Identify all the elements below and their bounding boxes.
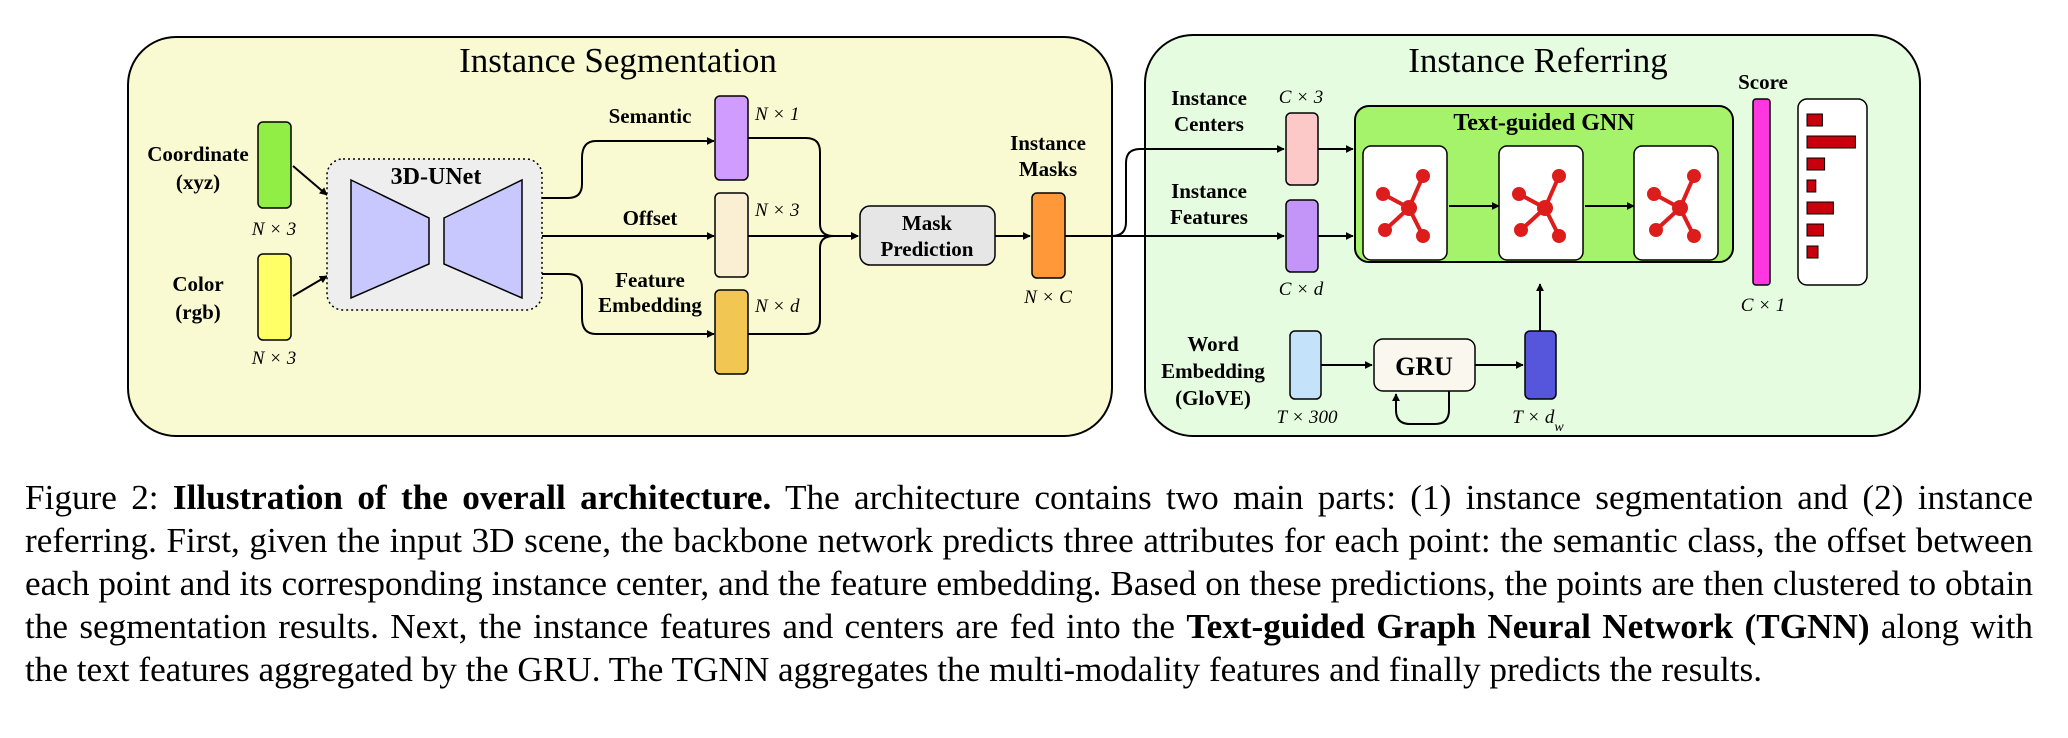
semantic-branch [542,137,715,199]
coordinate-arrow [292,165,328,196]
score-dim: C × 1 [1741,295,1786,316]
gru-output-dim: T × dw [1512,407,1564,435]
instance-masks-sublabel: Masks [1019,157,1077,181]
coordinate-label: Coordinate [147,142,249,166]
coordinate-tensor [257,121,292,209]
score-label: Score [1738,70,1788,94]
feature-sublabel: Embedding [598,293,702,317]
caption-figure-label: Figure 2: [25,478,173,517]
mask-prediction-label: Mask [902,211,952,235]
graph-node [1649,223,1663,237]
graph-node [1537,200,1553,216]
figure-caption: Figure 2: Illustration of the overall ar… [25,476,2033,691]
word-embedding-label: Word [1187,332,1239,356]
graph-node [1687,169,1701,183]
color-label: Color [172,272,223,296]
offset-dim: N × 3 [754,200,800,221]
gnn-title: Text-guided GNN [1453,110,1635,136]
graph-node [1687,229,1701,243]
word-embedding-source: (GloVE) [1175,386,1251,410]
instance-centers-dim: C × 3 [1279,87,1324,108]
instance-masks-dim: N × C [1023,287,1072,308]
semantic-label: Semantic [609,104,692,128]
graph-node [1376,187,1390,201]
referring-title: Instance Referring [1408,41,1667,80]
graph-node [1416,169,1430,183]
instance-centers-tensor [1285,112,1319,186]
gru-label: GRU [1395,352,1453,381]
graph-node [1416,229,1430,243]
instance-masks-tensor [1031,192,1066,279]
instance-features-tensor [1285,199,1319,273]
score-bar [1806,113,1823,127]
caption-text-part-1: The architecture contains two main parts… [25,478,2034,646]
instance-centers-label: Instance [1171,86,1247,110]
architecture-diagram: Instance Segmentation Coordinate (xyz) N… [127,34,1921,437]
instance-masks-label: Instance [1010,131,1086,155]
score-bar [1806,201,1834,215]
feature-merge [748,232,859,335]
score-bar [1806,135,1856,149]
word-embedding-tensor [1289,330,1322,400]
unet-encoder [350,178,430,300]
semantic-tensor [714,95,749,181]
graph-node [1401,200,1417,216]
graph-node [1647,187,1661,201]
feature-label: Feature [615,268,685,292]
instance-features-label: Instance [1171,179,1247,203]
caption-bold-title: Illustration of the overall architecture… [172,478,772,517]
gnn-graphs [1362,145,1719,261]
graph-node [1514,223,1528,237]
coordinate-sublabel: (xyz) [176,170,220,194]
unet-decoder [443,178,523,300]
gru-output-dim-text: T × d [1512,407,1555,428]
graph-node [1378,223,1392,237]
instance-features-dim: C × d [1279,279,1324,300]
word-embedding-sublabel: Embedding [1161,359,1265,383]
word-embedding-dim: T × 300 [1276,407,1338,428]
instance-features-sublabel: Features [1170,205,1248,229]
gru-recurrent-loop [1392,391,1450,425]
graph-node [1512,187,1526,201]
semantic-dim: N × 1 [754,104,800,125]
score-bar [1806,157,1826,171]
color-sublabel: (rgb) [175,300,221,324]
score-bar [1806,223,1824,237]
graph-node [1552,229,1566,243]
instance-centers-sublabel: Centers [1174,112,1244,136]
score-histogram [1806,113,1856,259]
caption-text-part-2: along with the text features aggregated … [25,607,2033,689]
score-bar [1806,245,1819,259]
score-tensor [1752,98,1771,286]
gru-output-dim-subscript: w [1554,420,1564,435]
feature-branch [542,273,715,338]
offset-label: Offset [623,206,678,230]
feature-dim: N × d [754,296,800,317]
graph-node [1672,200,1688,216]
unet-label: 3D-UNet [391,164,482,190]
feature-tensor [714,289,749,375]
mask-prediction-sublabel: Prediction [881,237,974,261]
coordinate-dim: N × 3 [251,219,297,240]
offset-tensor [714,192,749,278]
color-dim: N × 3 [251,348,297,369]
score-bar [1806,179,1817,193]
color-tensor [257,253,292,341]
color-arrow [292,275,328,297]
gru-output-tensor [1524,330,1557,400]
segmentation-title: Instance Segmentation [459,41,777,80]
caption-bold-tgnn: Text-guided Graph Neural Network (TGNN) [1186,607,1870,646]
graph-node [1552,169,1566,183]
